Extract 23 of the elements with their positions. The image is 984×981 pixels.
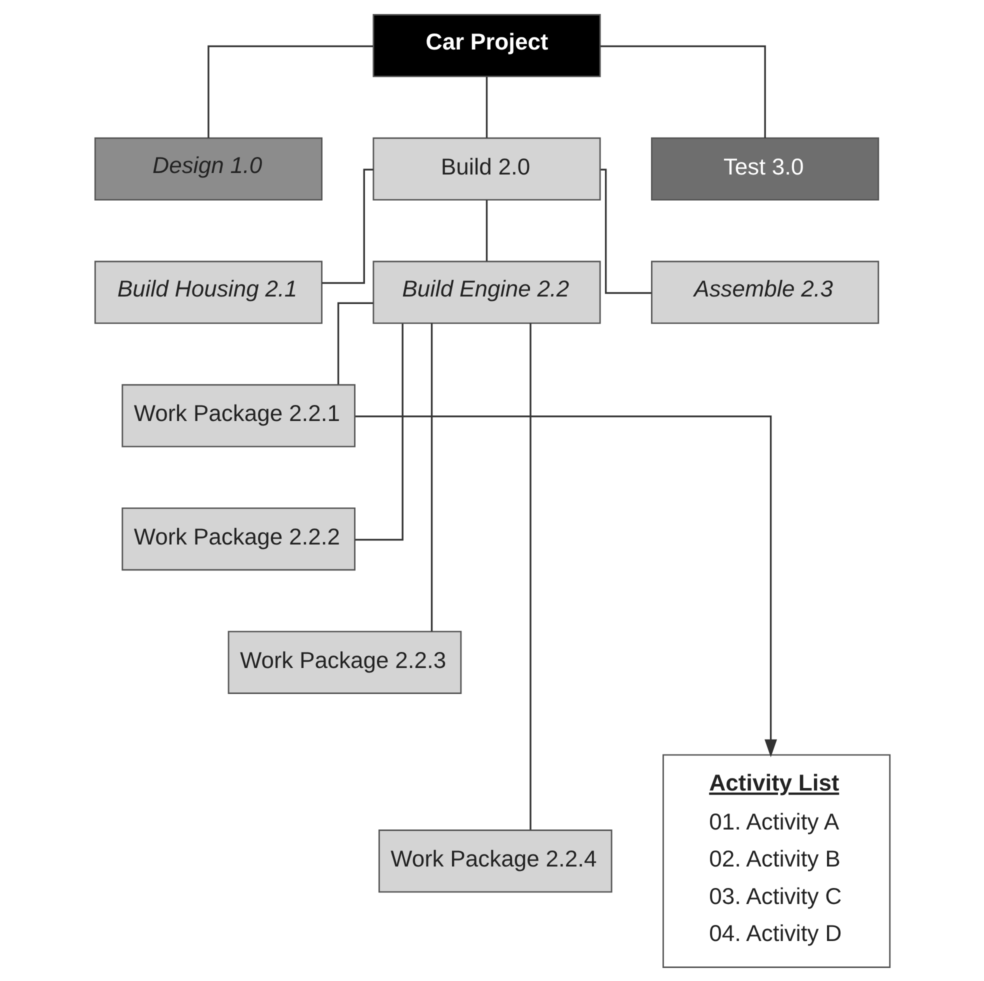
node-box: Activity List 01. Activity A 02. Activity B 03. Activity C 04. Activity D: [662, 754, 890, 968]
node-box: Build Housing 2.1: [94, 260, 322, 324]
connector: [336, 302, 373, 384]
node-box: Work Package 2.2.3: [227, 630, 462, 694]
node-box: Build 2.0: [372, 136, 600, 200]
connector: [485, 200, 488, 261]
node-box: Work Package 2.2.2: [121, 507, 355, 570]
node-box: Work Package 2.2.1: [121, 384, 355, 447]
connector: [485, 76, 488, 138]
connector: [529, 322, 531, 830]
node-box: Build Engine 2.2: [372, 260, 600, 324]
connector: [322, 168, 373, 284]
node-box: Design 1.0: [94, 136, 322, 200]
node-box: Work Package 2.2.4: [378, 829, 612, 892]
connector: [600, 44, 766, 138]
connector: [600, 168, 651, 294]
node-box: Test 3.0: [650, 136, 879, 200]
connector: [354, 323, 403, 540]
node-box: Assemble 2.3: [650, 260, 879, 324]
connector: [430, 322, 432, 631]
arrow: [354, 415, 777, 757]
connector: [207, 44, 373, 138]
node-box: Car Project: [372, 14, 600, 77]
